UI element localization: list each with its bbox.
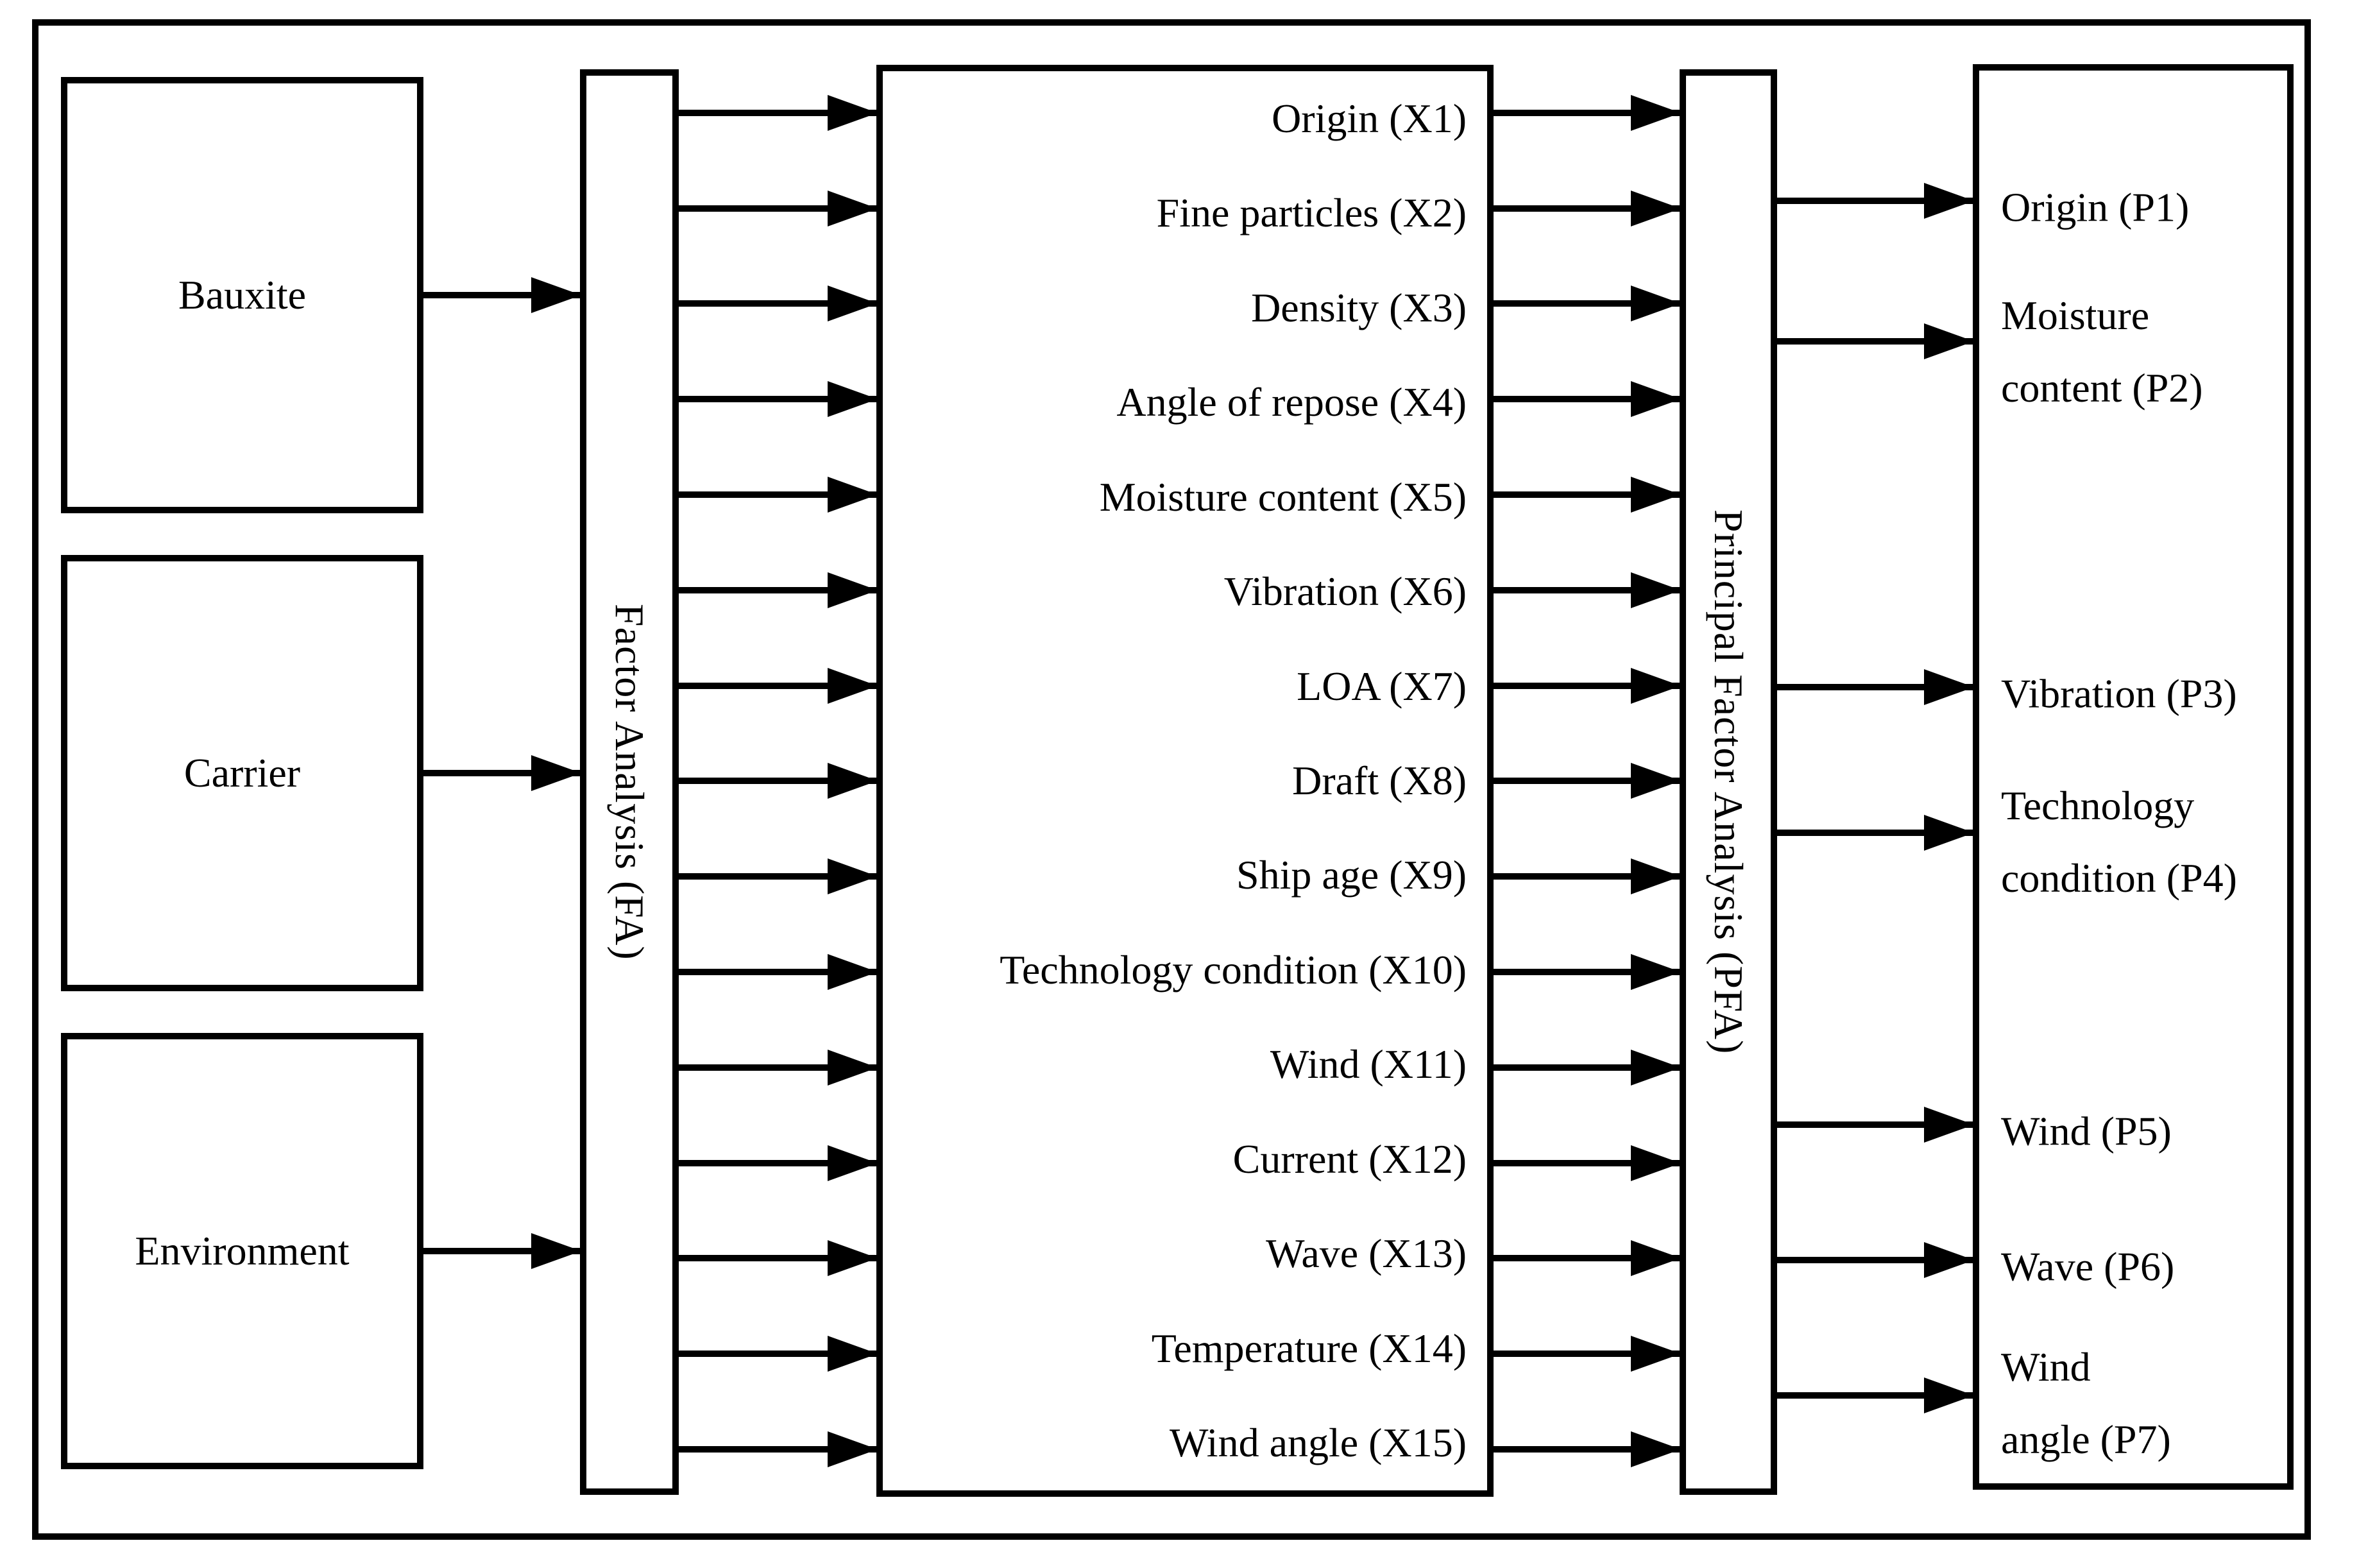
output-p3: Vibration (P3) [2001,670,2237,717]
variable-x12: Current (X12) [1232,1136,1467,1182]
input-box-bauxite: Bauxite [61,77,423,513]
variable-x15: Wind angle (X15) [1169,1420,1467,1466]
variable-x5: Moisture content (X5) [1099,473,1467,520]
variable-x7: LOA (X7) [1297,663,1467,709]
variable-x2: Fine particles (X2) [1156,190,1467,236]
factor-analysis-bar: Factor Analysis (FA) [580,69,679,1495]
variable-x1: Origin (X1) [1272,95,1467,141]
figure-border [32,19,2311,1540]
input-box-environment-label: Environment [135,1228,350,1274]
input-box-carrier-label: Carrier [183,750,301,796]
output-p4: Technology condition (P4) [2001,783,2237,901]
output-p7: Wind angle (P7) [2001,1344,2171,1462]
variables-list: Origin (X1) Fine particles (X2) Density … [883,71,1487,1490]
input-box-environment: Environment [61,1033,423,1469]
variable-x8: Draft (X8) [1292,758,1467,804]
output-p5: Wind (P5) [2001,1108,2172,1154]
factor-analysis-label: Factor Analysis (FA) [607,604,652,960]
input-box-bauxite-label: Bauxite [178,272,307,318]
output-p2: Moisture content (P2) [2001,293,2203,411]
variable-x10: Technology condition (X10) [1000,946,1467,993]
variable-x3: Density (X3) [1251,284,1467,330]
variable-x4: Angle of repose (X4) [1116,379,1467,425]
variable-x9: Ship age (X9) [1236,852,1467,898]
variables-box: Origin (X1) Fine particles (X2) Density … [876,65,1494,1497]
variable-x11: Wind (X11) [1270,1041,1467,1087]
variable-x6: Vibration (X6) [1223,568,1467,615]
principal-factor-analysis-label: Principal Factor Analysis (PFA) [1706,509,1751,1055]
output-p6: Wave (P6) [2001,1243,2175,1290]
outputs-box: Origin (P1) Moisture content (P2) Vibrat… [1973,64,2294,1490]
output-p1: Origin (P1) [2001,184,2190,230]
variable-x14: Temperature (X14) [1151,1325,1467,1371]
principal-factor-analysis-bar: Principal Factor Analysis (PFA) [1680,69,1777,1495]
variable-x13: Wave (X13) [1266,1231,1467,1277]
input-box-carrier: Carrier [61,555,423,991]
